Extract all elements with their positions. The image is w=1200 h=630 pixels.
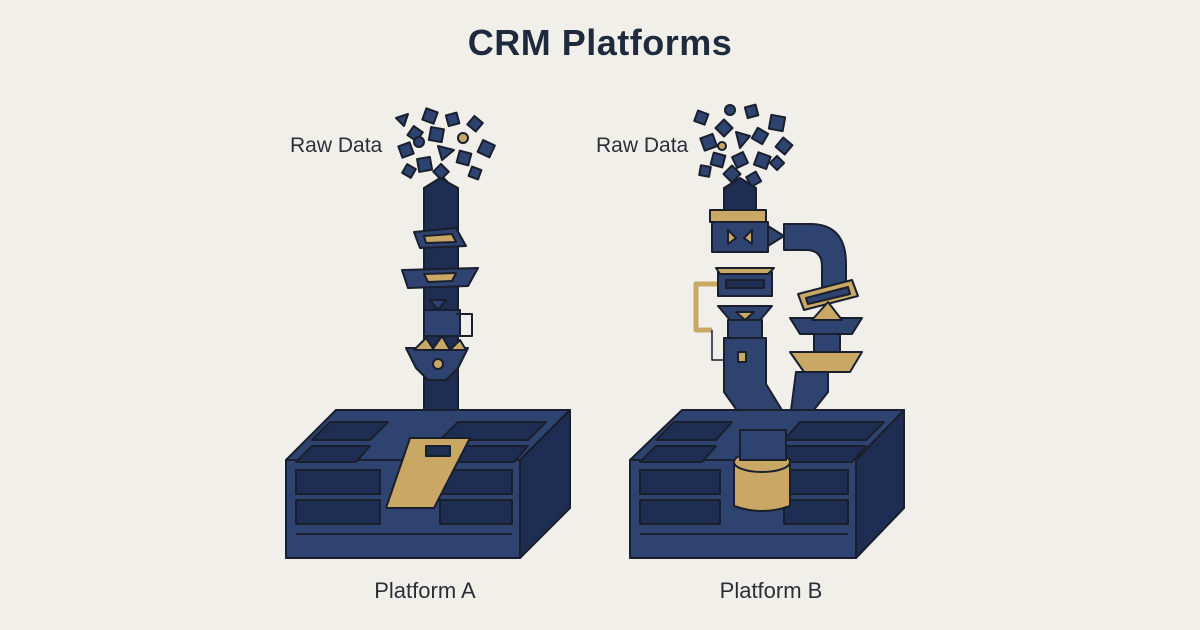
gold-collector-b <box>733 461 791 512</box>
diagram-title: CRM Platforms <box>467 22 733 63</box>
raw-data-shapes-a <box>395 107 496 193</box>
platform-a-illustration <box>285 107 571 559</box>
storage-box-a <box>285 409 571 559</box>
raw-data-label-a: Raw Data <box>290 134 383 157</box>
storage-box-b <box>629 409 905 559</box>
platform-b-illustration <box>629 103 905 559</box>
intake-chamber-b <box>711 221 769 253</box>
platform-b-label: Platform B <box>719 578 823 603</box>
side-bracket-b <box>693 281 718 333</box>
raw-data-label-b: Raw Data <box>596 134 689 157</box>
curved-pipe-b <box>783 223 847 291</box>
raw-data-shapes-b <box>693 103 794 188</box>
processor-box-a <box>423 309 461 337</box>
platform-a-label: Platform A <box>374 578 476 603</box>
